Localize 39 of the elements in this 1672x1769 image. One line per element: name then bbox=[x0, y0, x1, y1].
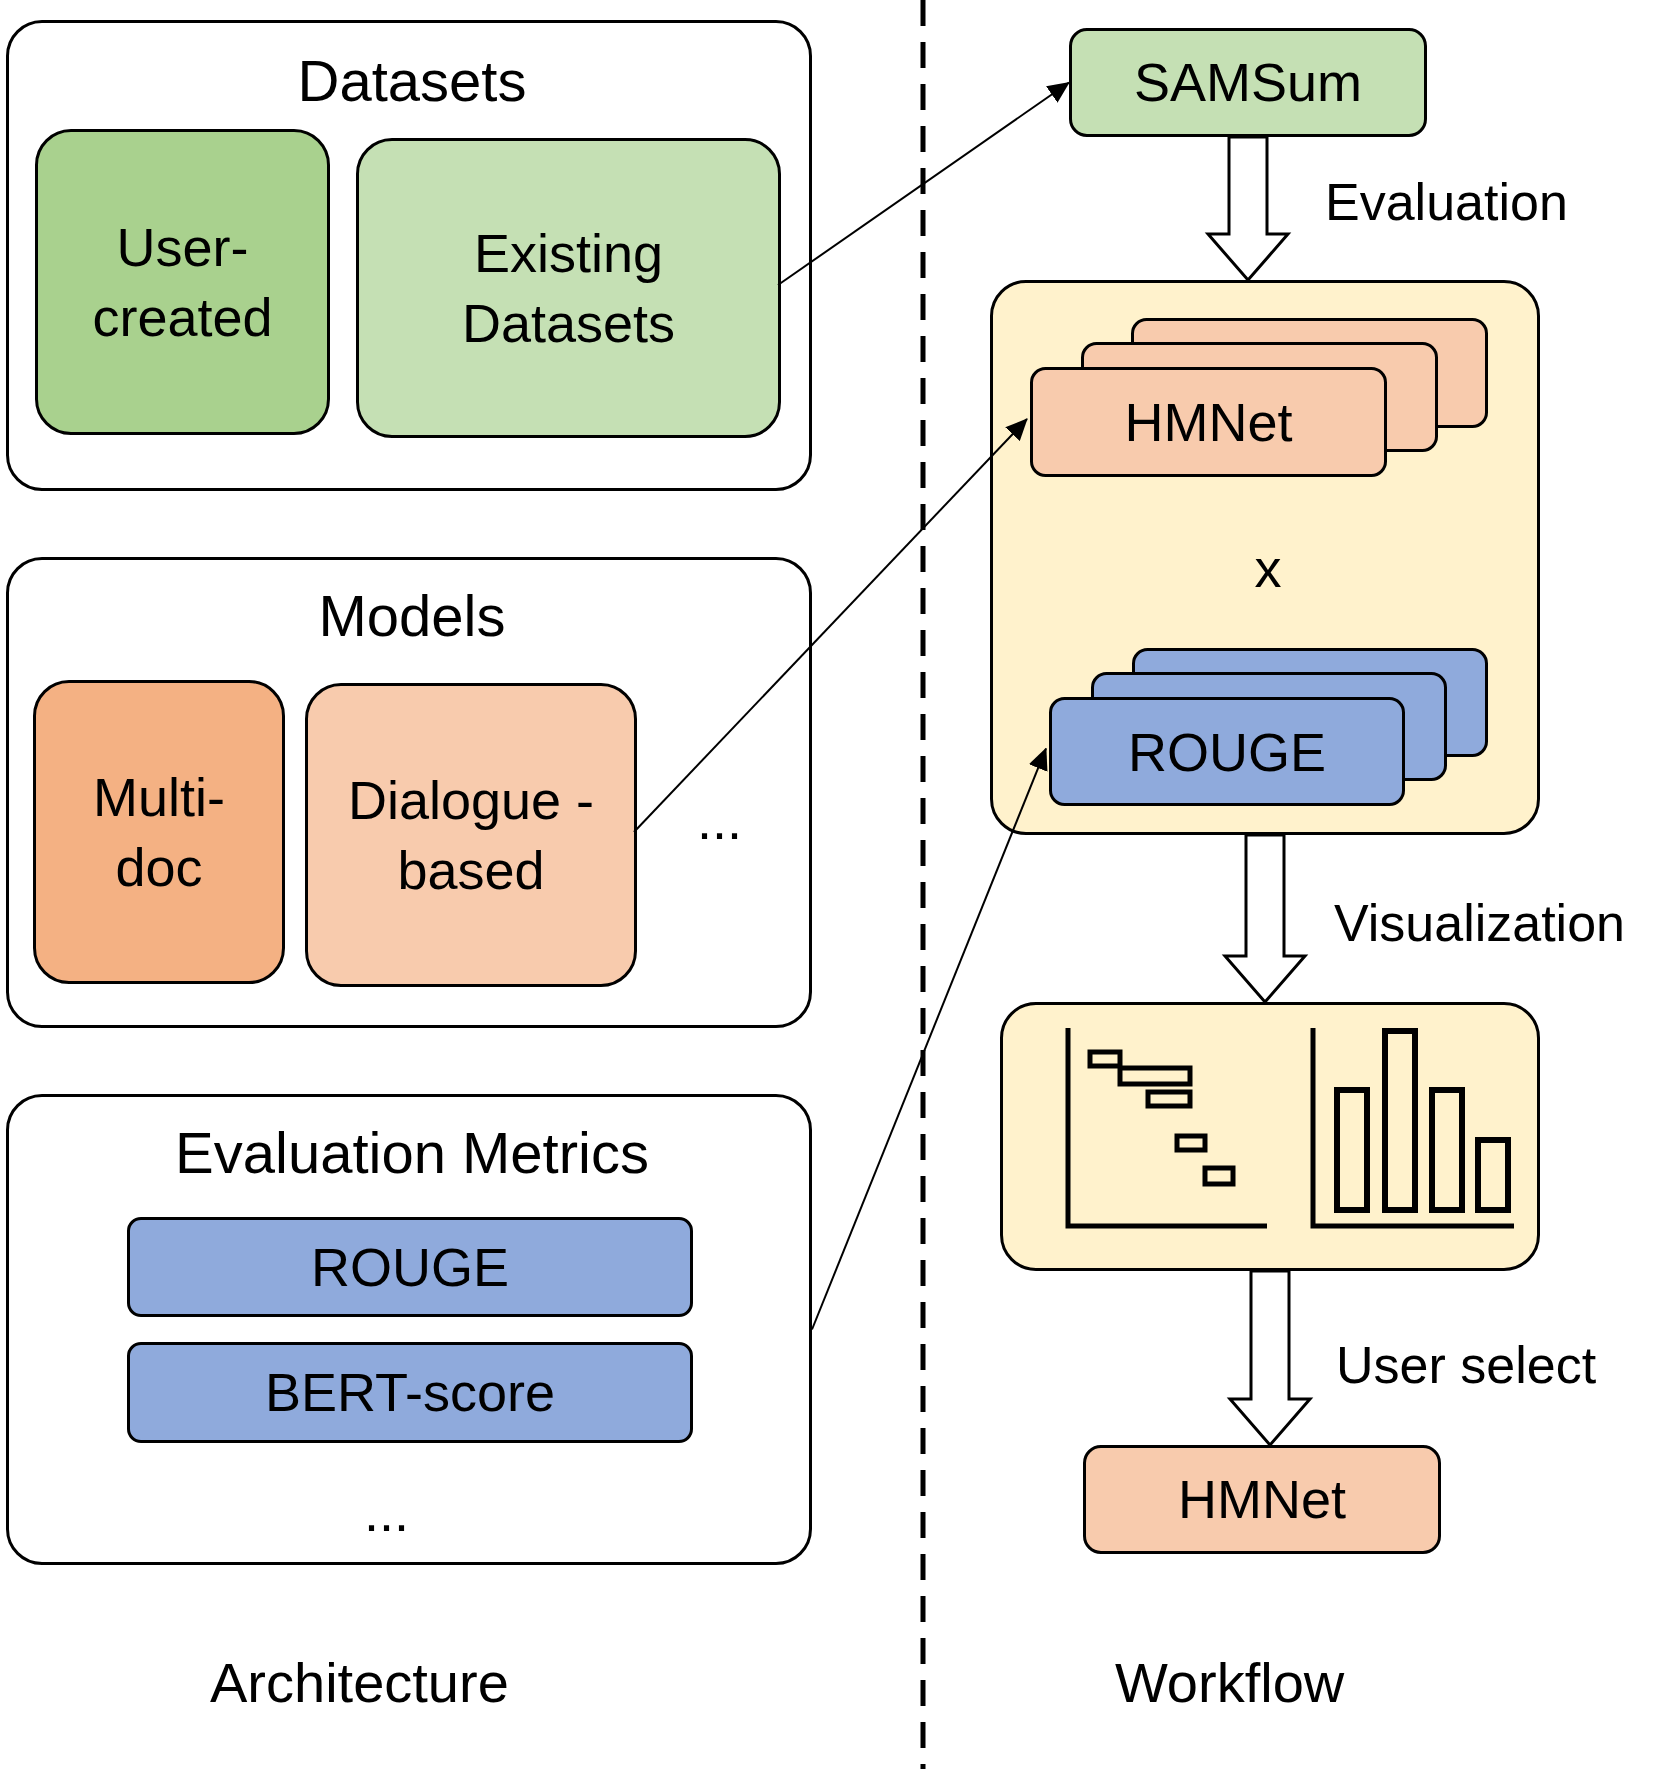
ellipsis: ... bbox=[364, 1481, 409, 1544]
arrow bbox=[811, 747, 1048, 1331]
group-title: Evaluation Metrics bbox=[174, 1119, 650, 1187]
group-panel bbox=[6, 20, 812, 491]
result-box bbox=[1083, 1445, 1441, 1554]
ellipsis: ... bbox=[697, 789, 742, 852]
node-label: User-created bbox=[91, 215, 274, 349]
node-label: ROUGE bbox=[310, 1235, 510, 1299]
node-label: SAMSum bbox=[1132, 51, 1364, 115]
block-arrow bbox=[1204, 135, 1292, 283]
node-label: HMNet bbox=[1177, 1468, 1347, 1532]
model-box bbox=[305, 683, 637, 987]
card-stack bbox=[1030, 318, 1488, 477]
evaluation-panel bbox=[990, 280, 1540, 835]
group-title: Datasets bbox=[296, 47, 528, 115]
block-arrow bbox=[1221, 833, 1309, 1005]
dataset-box bbox=[1069, 28, 1427, 137]
metric-bar bbox=[127, 1217, 693, 1317]
node-label: Existing Datasets bbox=[460, 221, 677, 355]
group-title: Models bbox=[317, 582, 507, 650]
group-panel bbox=[6, 557, 812, 1028]
node-label: Dialogue -based bbox=[346, 768, 596, 902]
node-label: BERT-score bbox=[263, 1361, 557, 1425]
chart-panel bbox=[1000, 1002, 1540, 1271]
column-caption: Workflow bbox=[1115, 1650, 1345, 1715]
card-label: HMNet bbox=[1123, 391, 1294, 454]
column-caption: Architecture bbox=[210, 1650, 509, 1715]
block-arrow bbox=[1226, 1269, 1314, 1448]
model-box bbox=[33, 680, 285, 984]
node-label: Multi-doc bbox=[92, 765, 226, 899]
dataset-box bbox=[356, 138, 781, 438]
card-label: ROUGE bbox=[1127, 720, 1327, 784]
dataset-box bbox=[35, 129, 330, 435]
arrow bbox=[633, 418, 1028, 833]
card-stack bbox=[1049, 648, 1488, 806]
arrow bbox=[777, 81, 1070, 286]
group-panel bbox=[6, 1094, 812, 1565]
metric-bar bbox=[127, 1342, 693, 1443]
multiply-sign: x bbox=[1253, 537, 1283, 600]
